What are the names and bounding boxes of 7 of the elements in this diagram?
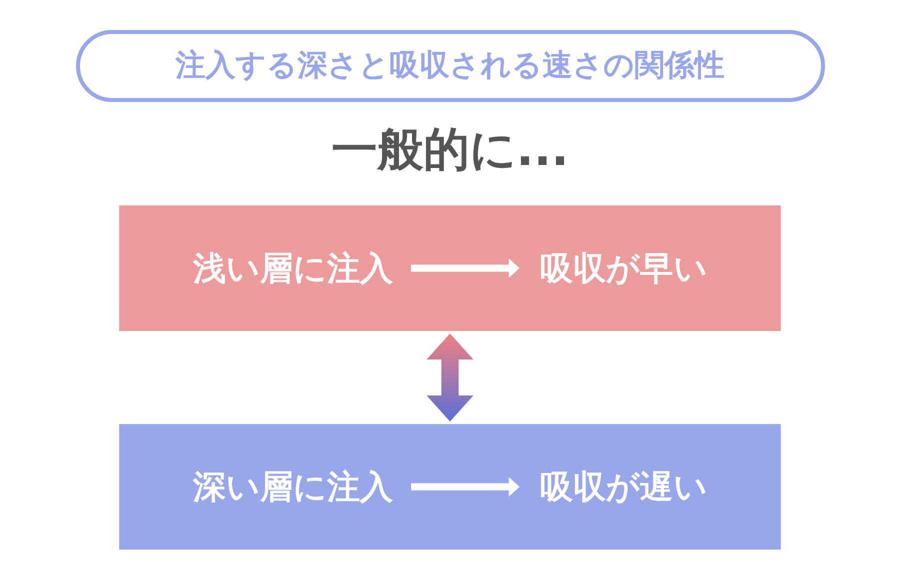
arrow xyxy=(410,258,520,278)
node-label: 吸収が遅い xyxy=(522,452,725,521)
node-label: 吸収が早い xyxy=(522,234,725,302)
subheading-text: 一般的に... xyxy=(331,122,569,178)
arrow xyxy=(426,333,474,422)
arrow xyxy=(410,477,520,497)
title-banner: 注入する深さと吸収される速さの関係性 xyxy=(76,30,824,102)
